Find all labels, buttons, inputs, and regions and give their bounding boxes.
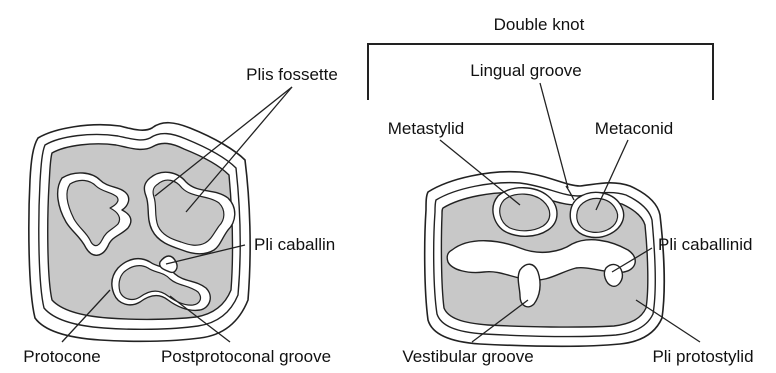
label-protocone: Protocone: [23, 347, 101, 366]
upper-tooth: [29, 123, 250, 342]
vestibular-fold: [518, 264, 540, 307]
label-double-knot: Double knot: [494, 15, 585, 34]
label-plis-fossette: Plis fossette: [246, 65, 338, 84]
lower-tooth: [425, 172, 664, 347]
label-pli-protostylid: Pli protostylid: [652, 347, 753, 366]
label-metastylid: Metastylid: [388, 119, 465, 138]
label-metaconid: Metaconid: [595, 119, 673, 138]
leader-lingual-groove: [540, 83, 568, 188]
metaconid-inner: [577, 198, 618, 232]
label-vestibular-groove: Vestibular groove: [402, 347, 533, 366]
label-pli-caballinid: Pli caballinid: [658, 235, 753, 254]
label-pli-caballin: Pli caballin: [254, 235, 335, 254]
label-lingual-groove: Lingual groove: [470, 61, 582, 80]
label-postprotoconal-groove: Postprotoconal groove: [161, 347, 331, 366]
